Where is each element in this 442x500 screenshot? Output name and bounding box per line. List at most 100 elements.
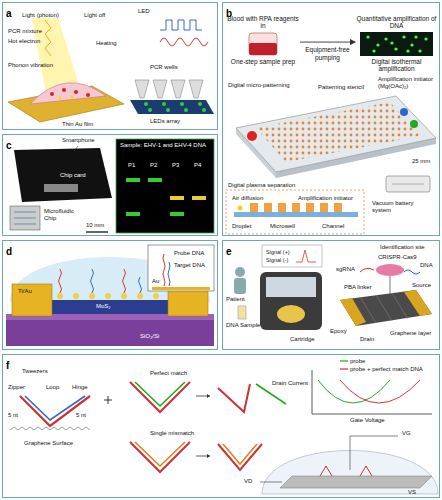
digital-chip-part: [238, 206, 243, 211]
tweezer-sensor-part: [340, 368, 348, 369]
part-label: Heating: [96, 40, 117, 47]
plasmonic-pcr-part: [148, 108, 152, 112]
digital-chip-part: [234, 212, 358, 217]
mos2-sensor-part: [50, 300, 170, 314]
tweezer-sensor-part: [20, 396, 90, 426]
micrograph: [360, 32, 433, 56]
tweezer-sensor-part: [10, 427, 90, 430]
smartphone-device-part: [86, 231, 108, 232]
part-label: Signal (+): [266, 249, 290, 255]
part-label: sgRNA: [336, 266, 355, 273]
part-label: CRISPR-Cas9: [378, 254, 417, 261]
amplified-dot: [414, 35, 417, 38]
part-label: Microwell: [270, 223, 295, 230]
part-label: Epoxy: [330, 328, 347, 335]
step-box: Quantitative amplification of DNADigital…: [356, 15, 437, 73]
panel-letter: d: [3, 245, 15, 259]
part-label: LEDs array: [150, 118, 180, 125]
digital-chip-part: [306, 203, 314, 212]
panel: c: [2, 134, 218, 236]
part-label: Phonon vibration: [8, 62, 53, 69]
part-label: Graphene layer: [390, 330, 431, 337]
digital-chip-part: [256, 102, 420, 162]
mos2-sensor-part: [12, 284, 52, 316]
crispr-chip-part: [340, 298, 366, 326]
amplified-dot: [410, 43, 413, 46]
plasmonic-pcr-part: [50, 92, 54, 96]
plasmonic-pcr: [8, 18, 214, 122]
tweezer-sensor-part: [320, 466, 372, 476]
amplified-dots: [356, 31, 437, 57]
crispr-chip-part: [266, 277, 316, 297]
part-label: Patterning stencil: [318, 84, 364, 91]
part-label: Au: [152, 278, 159, 285]
smartphone-device-part: [148, 178, 162, 182]
digital-chip-part: [278, 203, 286, 212]
plasmonic-pcr-part: [30, 83, 106, 104]
part-label: Cartridge: [290, 336, 315, 343]
step-heading: Blood with RPA reagents in: [227, 15, 299, 30]
smartphone-device-part: [192, 196, 206, 200]
part-label: Patient: [226, 296, 245, 303]
plasmonic-pcr-part: [86, 93, 90, 97]
plasmonic-pcr-part: [153, 80, 167, 98]
smartphone-device-part: [126, 212, 140, 216]
part-label: Graphene Surface: [24, 440, 73, 447]
tweezer-sensor-part: [260, 482, 282, 483]
smartphone-device: [10, 139, 214, 233]
part-label: Hinge: [72, 384, 88, 391]
amplified-dot: [394, 47, 397, 50]
tweezer-sensor-part: [223, 444, 257, 464]
part-label: 10 mm: [86, 222, 104, 229]
smartphone-device-part: [126, 178, 140, 182]
plasmonic-pcr-part: [189, 80, 203, 98]
panel: d: [2, 240, 218, 350]
mos2-sensor-part: [105, 293, 111, 299]
crispr-chip-part: [340, 290, 432, 326]
smartphone-device-part: [170, 196, 184, 200]
tweezer-sensor-part: [318, 380, 390, 403]
part-label: PCR wells: [150, 64, 178, 71]
part-label: DNA Sample: [226, 322, 260, 329]
tweezer-sensor-part: [135, 382, 185, 406]
part-label: VS: [408, 489, 416, 496]
part-label: LED: [138, 8, 150, 15]
plasmonic-pcr-part: [160, 20, 202, 30]
smartphone-device-part: [14, 148, 112, 202]
part-label: P4: [194, 162, 201, 169]
mos2-sensor: [6, 245, 214, 346]
part-label: Zipper: [8, 384, 25, 391]
part-label: Digital plasma separation: [228, 182, 295, 189]
tweezer-sensor-part: [340, 380, 420, 403]
edge-label: Equipment-free pumping: [301, 46, 354, 61]
mos2-sensor-part: [153, 293, 159, 299]
part-label: VD: [244, 478, 252, 485]
crispr-chip-part: [262, 245, 322, 267]
part-label: P1: [128, 162, 135, 169]
part-label: Target DNA: [174, 262, 205, 269]
smartphone-device-part: [14, 212, 36, 224]
part-label: Hot electron: [8, 38, 40, 45]
mos2-sensor-part: [6, 320, 214, 346]
part-label: Drain Current: [272, 380, 310, 387]
tweezer-sensor-part: [312, 370, 432, 414]
part-label: PCR mixture: [8, 28, 42, 35]
digital-chip-part: [334, 203, 342, 212]
part-label: Drain: [360, 336, 374, 343]
tweezer-sensor-part: [218, 384, 250, 412]
amplified-dot: [390, 41, 393, 44]
connector-line: [300, 42, 355, 43]
mos2-sensor-part: [139, 277, 142, 293]
blood: [249, 43, 277, 55]
part-label: Light off: [84, 12, 105, 19]
panel: f: [2, 354, 440, 498]
amplified-dot: [406, 49, 409, 52]
crispr-chip-part: [296, 250, 316, 262]
digital-chip-part: [292, 203, 300, 212]
part-label: probe + perfect match DNA: [350, 366, 423, 373]
step-caption: One-step sample prep: [231, 58, 295, 65]
tweezer-sensor-part: [130, 382, 190, 412]
part-label: Probe DNA: [174, 250, 204, 257]
plasmonic-pcr-part: [71, 96, 74, 99]
